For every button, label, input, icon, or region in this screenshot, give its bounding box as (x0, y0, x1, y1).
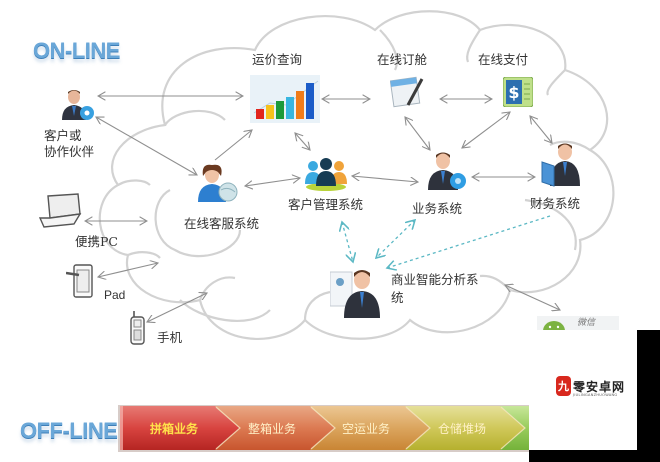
freight-query-node (250, 75, 322, 131)
customer-service-node (196, 164, 240, 208)
watermark-text: 零安卓网 (573, 380, 626, 394)
step-2-chevron (215, 406, 335, 450)
service-agent-globe-icon (198, 164, 238, 202)
phone-node (128, 310, 148, 350)
step-3-chevron (310, 406, 430, 450)
businessman-report-icon (329, 270, 380, 318)
dollar-document-icon: $ (502, 76, 534, 108)
watermark-logo-icon: 九 (556, 376, 571, 396)
crm-label: 客户管理系统 (288, 197, 364, 212)
finance-system-label: 财务系统 (530, 196, 581, 211)
watermark-subtext: JIULINGANZHUOWANG (573, 393, 618, 397)
finance-system-node (540, 140, 586, 192)
bi-system-label-1: 商业智能分析系 (391, 272, 479, 287)
tablet-icon (65, 264, 93, 298)
bar-chart-icon (250, 75, 320, 123)
online-booking-label: 在线订舱 (377, 52, 428, 67)
offline-title: OFF-LINE (20, 418, 118, 443)
step-4-chevron (405, 406, 525, 450)
laptop-node (38, 192, 84, 232)
bi-system-node (329, 266, 386, 322)
pad-node (65, 263, 96, 305)
black-border-right (637, 330, 660, 462)
crm-node (303, 156, 349, 196)
pad-label: Pad (104, 288, 126, 302)
business-system-node (425, 150, 469, 196)
offline-step-air[interactable]: 空运业务 (341, 421, 390, 436)
freight-query-label: 运价查询 (252, 52, 303, 67)
phone-label: 手机 (157, 330, 183, 345)
offline-step-fcl[interactable]: 整箱业务 (247, 421, 296, 436)
mobile-phone-icon (130, 311, 145, 345)
businessman-gear-icon (62, 90, 94, 120)
business-system-label: 业务系统 (412, 201, 463, 216)
notepad-pen-icon (389, 76, 424, 108)
partner-label-2: 协作伙伴 (44, 144, 95, 159)
offline-step-warehouse[interactable]: 仓储堆场 (437, 421, 486, 436)
businessman-gear-icon (428, 152, 466, 190)
laptop-label: 便携PC (75, 234, 118, 249)
people-group-icon (305, 158, 347, 191)
partner-node (60, 88, 96, 128)
partner-label-1: 客户或 (44, 128, 82, 143)
watermark-panel (529, 330, 637, 450)
online-title: ON-LINE (33, 38, 120, 63)
black-border-bottom (529, 450, 660, 462)
online-payment-node: $ (502, 76, 534, 111)
laptop-icon (38, 193, 82, 228)
offline-step-lcl[interactable]: 拼箱业务 (149, 421, 198, 436)
wechat-node: 微信 (537, 316, 619, 332)
online-booking-node (389, 75, 426, 113)
bi-system-label-2: 统 (391, 290, 404, 305)
wechat-icon (543, 321, 565, 332)
online-payment-label: 在线支付 (478, 52, 529, 67)
wechat-label: 微信 (577, 318, 596, 328)
svg-text:$: $ (508, 83, 519, 102)
step-1-chevron (120, 406, 240, 450)
businessman-folder-icon (541, 143, 580, 187)
customer-service-label: 在线客服系统 (184, 216, 260, 231)
